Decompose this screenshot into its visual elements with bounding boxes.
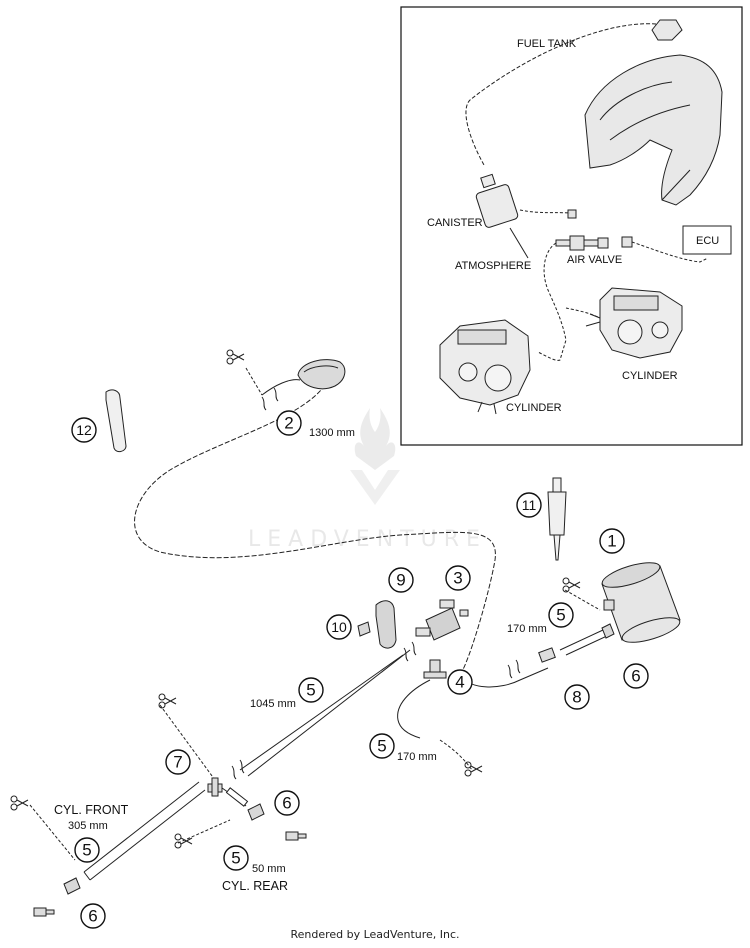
tee-7-part [207,777,223,797]
strap-part [105,389,127,453]
callout-5c: 5 [369,733,395,759]
callout-number: 7 [173,753,182,772]
canister-label: CANISTER [427,217,483,229]
callout-number: 3 [453,569,462,588]
footer-credit: Rendered by LeadVenture, Inc. [290,928,460,941]
callout-number: 1 [607,532,616,551]
bracket-part [375,600,397,649]
parts [33,359,681,917]
callout-9: 9 [388,567,414,593]
cyl-rear-label: CYL. REAR [222,879,288,893]
callout-12: 12 [71,417,97,443]
canister-part [601,562,681,643]
callout-number: 5 [231,849,240,868]
callout-7: 7 [165,749,191,775]
vent-cap-part [297,359,346,390]
callout-5e: 5 [223,845,249,871]
cylinder-left-label: CYLINDER [506,402,562,414]
ecu-label: ECU [696,235,719,247]
dimension-305: 305 mm [68,820,108,832]
callout-6a: 6 [623,663,649,689]
callout-number: 5 [306,681,315,700]
callout-3: 3 [445,565,471,591]
cyl-front-label: CYL. FRONT [54,803,129,817]
callout-number: 8 [572,688,581,707]
callout-5a: 5 [548,602,574,628]
dimension-170-lower: 170 mm [397,751,437,763]
dimension-50: 50 mm [252,863,286,875]
inset-panel: FUEL TANK CANISTER ATMOSPHERE AIR VALVE … [400,6,743,446]
clamp-part [63,877,81,895]
connector-part [538,647,556,663]
hose-piece [225,787,249,807]
tee-part [423,659,447,679]
callout-number: 10 [331,619,347,635]
callout-10: 10 [326,614,352,640]
fuel-tank-label: FUEL TANK [517,38,577,50]
filter-part [547,477,567,561]
callout-number: 5 [377,737,386,756]
scissors-icon [158,693,177,709]
ecu-box [682,225,732,255]
callout-4: 4 [447,669,473,695]
dimension-1300: 1300 mm [309,427,355,439]
scissors-icon [174,833,193,849]
callout-8: 8 [564,684,590,710]
callout-number: 6 [282,794,291,813]
canister-illustration [475,173,519,228]
scissors-icon [10,795,29,811]
scissors-icon [464,761,483,777]
scissors-icon [226,349,245,365]
callout-5b: 5 [298,677,324,703]
cylinder-right-illustration [585,287,683,359]
callout-11: 11 [516,492,542,518]
scissors-icon [562,577,581,593]
callout-number: 9 [396,571,405,590]
fuel-tank-illustration [584,19,723,206]
callout-6c: 6 [80,903,106,929]
callout-number: 2 [284,414,293,433]
nipple-part [33,907,55,917]
hose-routes [29,367,610,884]
tank-hose [465,23,657,166]
air-valve-illustration [555,209,633,251]
atmosphere-label: ATMOSPHERE [455,260,531,272]
dimension-1045: 1045 mm [250,698,296,710]
dimension-170-upper: 170 mm [507,623,547,635]
cylinder-right-label: CYLINDER [622,370,678,382]
callout-2: 2 [276,410,302,436]
clamp-part [601,623,615,639]
valve-part [415,599,469,641]
callout-1: 1 [599,528,625,554]
callout-number: 5 [82,841,91,860]
callout-number: 6 [631,667,640,686]
air-valve-label: AIR VALVE [567,254,622,266]
callout-5d: 5 [74,837,100,863]
cylinder-left-illustration [439,319,531,415]
watermark-text: LEADVENTURE [248,527,487,552]
callout-number: 5 [556,606,565,625]
nipple-part [285,831,307,841]
bolt-part [357,621,371,637]
callout-number: 4 [455,673,464,692]
clamp-part [247,803,265,821]
callout-number: 11 [522,497,537,513]
callout-number: 6 [88,907,97,926]
cut-markers [10,349,581,849]
callout-number: 12 [76,422,92,438]
callout-6b: 6 [274,790,300,816]
